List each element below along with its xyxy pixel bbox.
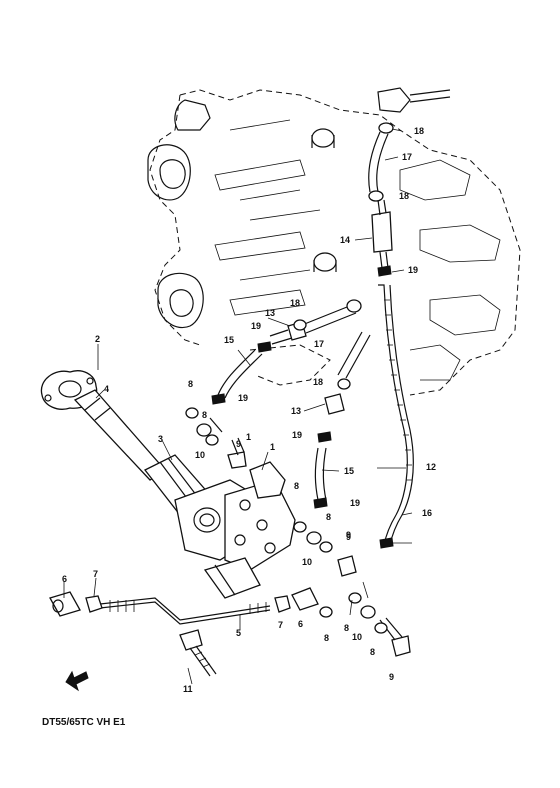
callout-6: 6 <box>62 574 67 584</box>
callout-19-secondary-c: 19 <box>292 430 302 440</box>
washer-set-middle <box>293 521 333 553</box>
clamp-part-e <box>337 378 351 390</box>
callout-9-secondary-c: 9 <box>346 530 351 540</box>
callout-18-secondary-c: 18 <box>313 377 323 387</box>
hose-part-middle <box>301 304 357 334</box>
callout-9-secondary-b: 9 <box>389 672 394 682</box>
callout-13-secondary: 13 <box>291 406 301 416</box>
callout-10-secondary-b: 10 <box>352 632 362 642</box>
clamp-part-d <box>293 319 307 331</box>
corrugated-hose-part <box>378 284 414 516</box>
callout-15: 15 <box>224 335 234 345</box>
clevis-joint-part-left <box>49 591 81 617</box>
clamp-part-a <box>378 122 394 134</box>
leader-lines <box>63 128 413 685</box>
engine-block-outline <box>147 89 521 396</box>
callout-8-secondary-c: 8 <box>326 512 331 522</box>
washer-set-bottom <box>319 606 333 618</box>
callout-18-secondary-b: 18 <box>290 298 300 308</box>
top-pipe-part <box>377 87 451 113</box>
callout-8-secondary-a: 8 <box>202 410 207 420</box>
bolt-part-lower <box>379 617 411 657</box>
clip-part-c <box>211 393 226 405</box>
callout-12: 12 <box>426 462 436 472</box>
fuel-filter-part <box>371 199 393 269</box>
callout-18: 18 <box>414 126 424 136</box>
callout-8-secondary-e: 8 <box>324 633 329 643</box>
clip-part-e <box>313 497 328 509</box>
hose-part-upper <box>368 131 389 193</box>
callout-8: 8 <box>188 379 193 389</box>
front-arrow-icon <box>65 670 89 692</box>
callout-19-secondary-b: 19 <box>238 393 248 403</box>
nut-part-right <box>274 595 291 613</box>
bolt-part-upper <box>227 437 247 469</box>
callout-1: 1 <box>270 442 275 452</box>
callout-9: 9 <box>236 439 241 449</box>
callout-19-secondary-a: 19 <box>251 321 261 331</box>
clamp-part-b <box>368 190 384 202</box>
callout-11: 11 <box>183 684 193 694</box>
callout-2: 2 <box>95 334 100 344</box>
callout-17-secondary: 17 <box>314 339 324 349</box>
callout-3: 3 <box>158 434 163 444</box>
callout-16: 16 <box>422 508 432 518</box>
clip-part-b <box>257 341 272 353</box>
callout-19: 19 <box>408 265 418 275</box>
callout-4: 4 <box>104 384 109 394</box>
callout-6-secondary: 6 <box>298 619 303 629</box>
hose-part-15-upper <box>217 349 263 399</box>
callout-19-secondary-d: 19 <box>350 498 360 508</box>
callout-7-secondary: 7 <box>278 620 283 630</box>
callout-5: 5 <box>236 628 241 638</box>
clip-part-f <box>379 537 394 549</box>
clevis-joint-part-right <box>291 587 319 611</box>
washer-set-lower <box>348 592 388 634</box>
bolt-part-middle <box>337 555 357 577</box>
callout-15-secondary: 15 <box>344 466 354 476</box>
callout-10-secondary-a: 10 <box>302 557 312 567</box>
connector-part-lower <box>324 393 345 415</box>
nut-part-left <box>85 595 103 613</box>
callout-10: 10 <box>195 450 205 460</box>
clamp-part-c <box>346 299 362 313</box>
callout-7: 7 <box>93 569 98 579</box>
callout-8-secondary-f: 8 <box>370 647 375 657</box>
callout-9-secondary-a: 9 <box>346 532 351 542</box>
washer-set-upper <box>185 407 223 446</box>
callout-13: 13 <box>265 308 275 318</box>
long-bolt-part <box>179 629 217 677</box>
callout-8-secondary-b: 8 <box>294 481 299 491</box>
valve-assembly-part <box>174 461 296 599</box>
callout-8-secondary-d: 8 <box>344 623 349 633</box>
callout-17: 17 <box>402 152 412 162</box>
callout-14: 14 <box>340 235 350 245</box>
clip-part-d <box>317 431 332 443</box>
callout-18-secondary-a: 18 <box>399 191 409 201</box>
clip-part-a <box>377 265 392 277</box>
rod-part <box>99 597 271 625</box>
callout-1-secondary: 1 <box>246 432 251 442</box>
model-caption: DT55/65TC VH E1 <box>42 717 126 728</box>
hose-part-lower <box>337 331 371 379</box>
hose-part-15-lower <box>314 447 327 501</box>
